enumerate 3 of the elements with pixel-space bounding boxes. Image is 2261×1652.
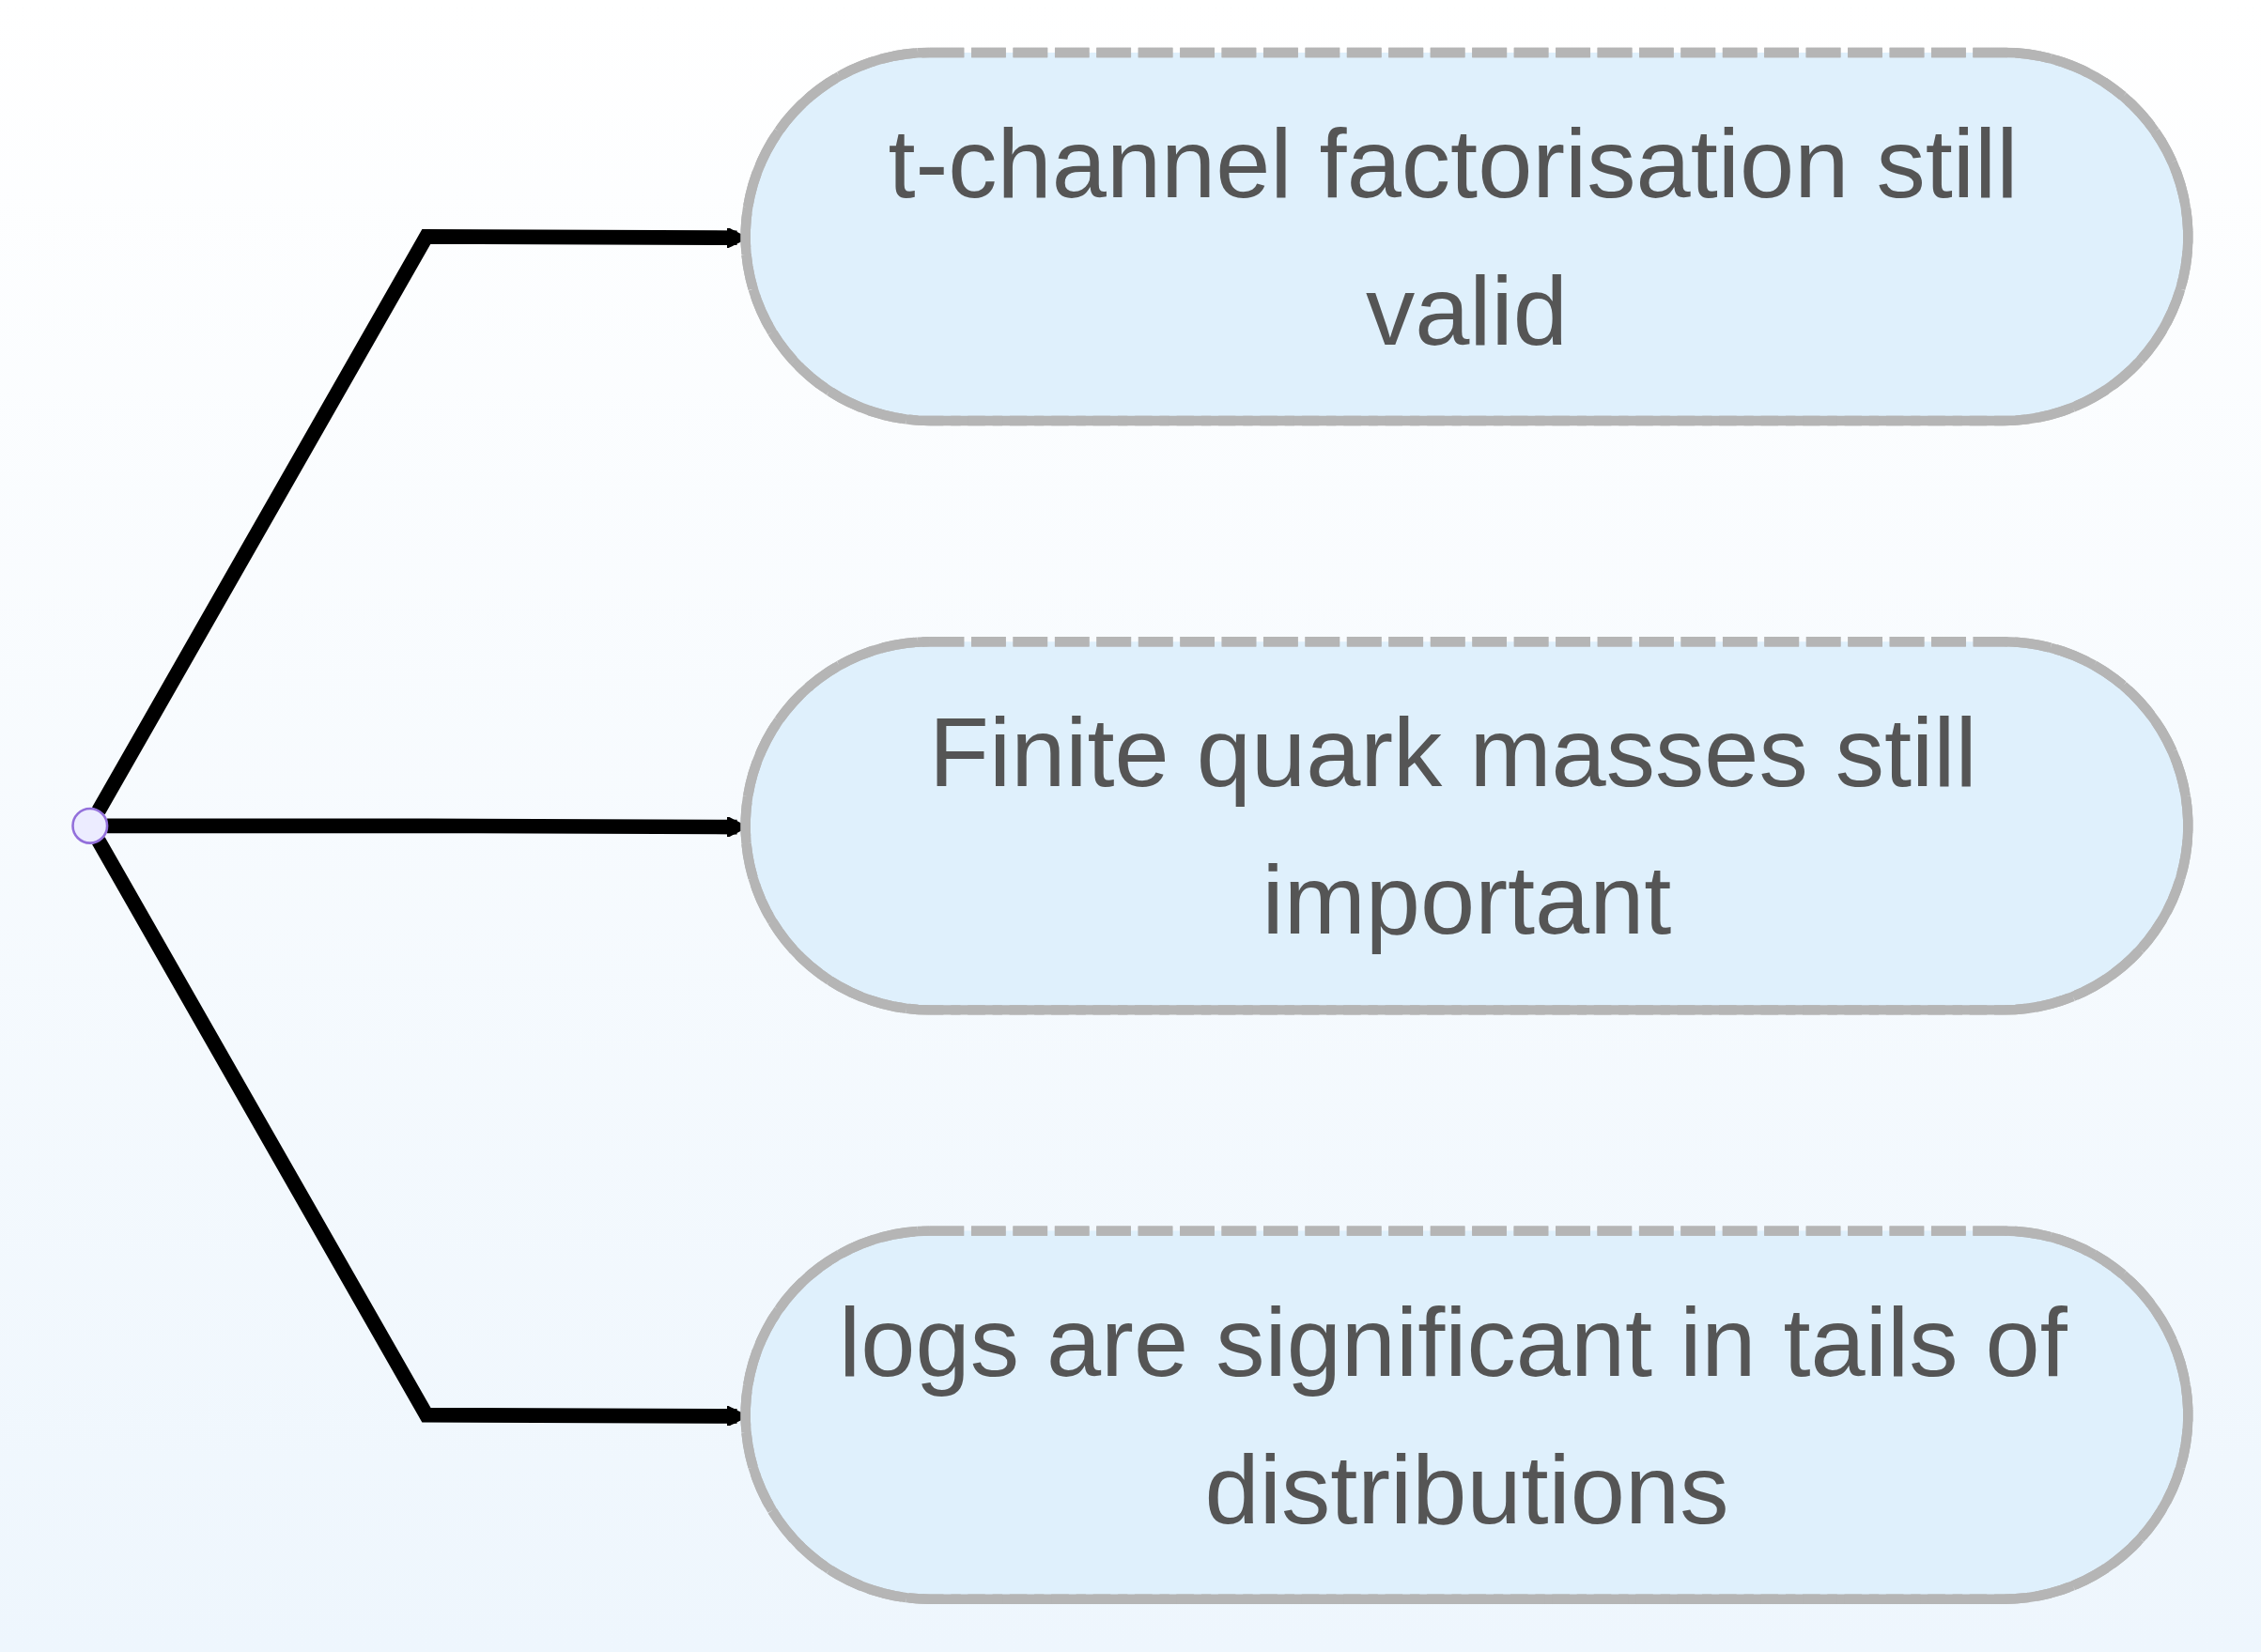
rounded-box: Finite quark masses still important — [740, 637, 2193, 1015]
rounded-box: logs are significant in tails of distributions — [740, 1226, 2193, 1605]
rounded-box: t-channel factorisation still valid — [740, 47, 2193, 426]
